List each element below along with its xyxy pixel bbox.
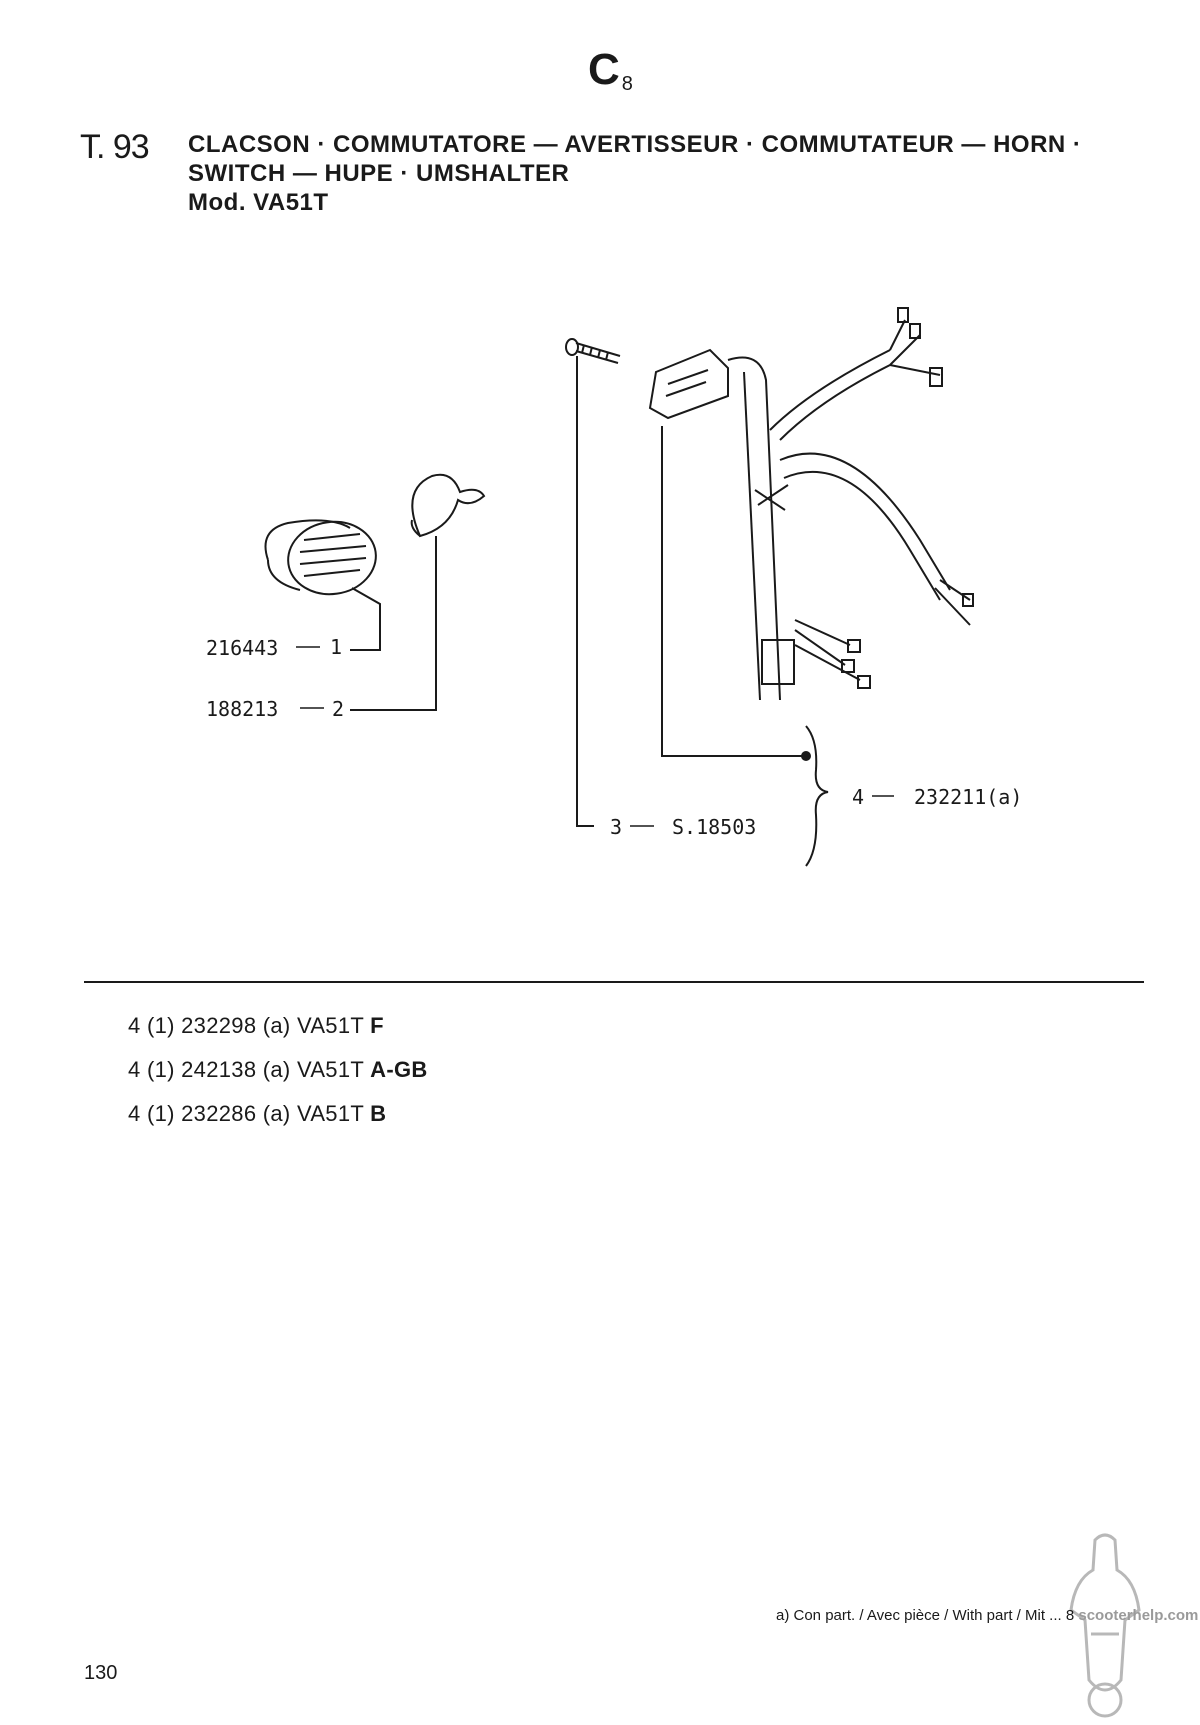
part-3-ref: 3 [610,815,622,839]
market-code: A-GB [370,1057,428,1082]
footnote-text: a) Con part. / Avec pièce / With part / … [776,1607,1075,1624]
gasket-drawing [350,473,486,711]
title-line-2: SWITCH — HUPE · UMSHALTER [188,160,570,187]
part-2-code: 188213 [206,697,278,721]
part-1-ref: 1 [330,635,342,659]
page-title: CLACSON · COMMUTATORE — AVERTISSEUR · CO… [188,130,1148,217]
parts-diagram: 216443 1 188213 2 3 S.18503 4 232211(a) [206,307,1022,867]
scooter-watermark-logo [1069,1533,1141,1718]
model-label: Mod. VA51T [188,189,329,216]
market-code: B [370,1101,387,1126]
part-4-ref: 4 [852,785,864,809]
page-number: 130 [84,1662,118,1684]
connector-dot [801,751,811,761]
part-1-code: 216443 [206,636,278,660]
market-code: F [370,1013,384,1038]
section-letter: C [588,45,620,94]
divider [84,981,1144,983]
section-number: 8 [621,73,633,95]
variant-line: 4 (1) 232298 (a) VA51T F [128,1013,384,1038]
variant-line: 4 (1) 232286 (a) VA51T B [128,1101,387,1126]
screw-drawing [565,338,621,827]
footnote: a) Con part. / Avec pièce / With part / … [776,1607,1198,1624]
horn-drawing [264,519,381,651]
variant-line: 4 (1) 242138 (a) VA51T A-GB [128,1057,428,1082]
title-line-1: CLACSON · COMMUTATORE — AVERTISSEUR · CO… [188,131,1082,158]
part-2-ref: 2 [332,697,344,721]
watermark-text: scooterhelp.com [1078,1607,1199,1624]
part-4-code: 232211(a) [914,785,1022,809]
table-number: T. 93 [80,128,150,166]
switch-harness-drawing [648,307,974,757]
reference-bracket [805,725,829,867]
part-3-code: S.18503 [672,815,756,839]
